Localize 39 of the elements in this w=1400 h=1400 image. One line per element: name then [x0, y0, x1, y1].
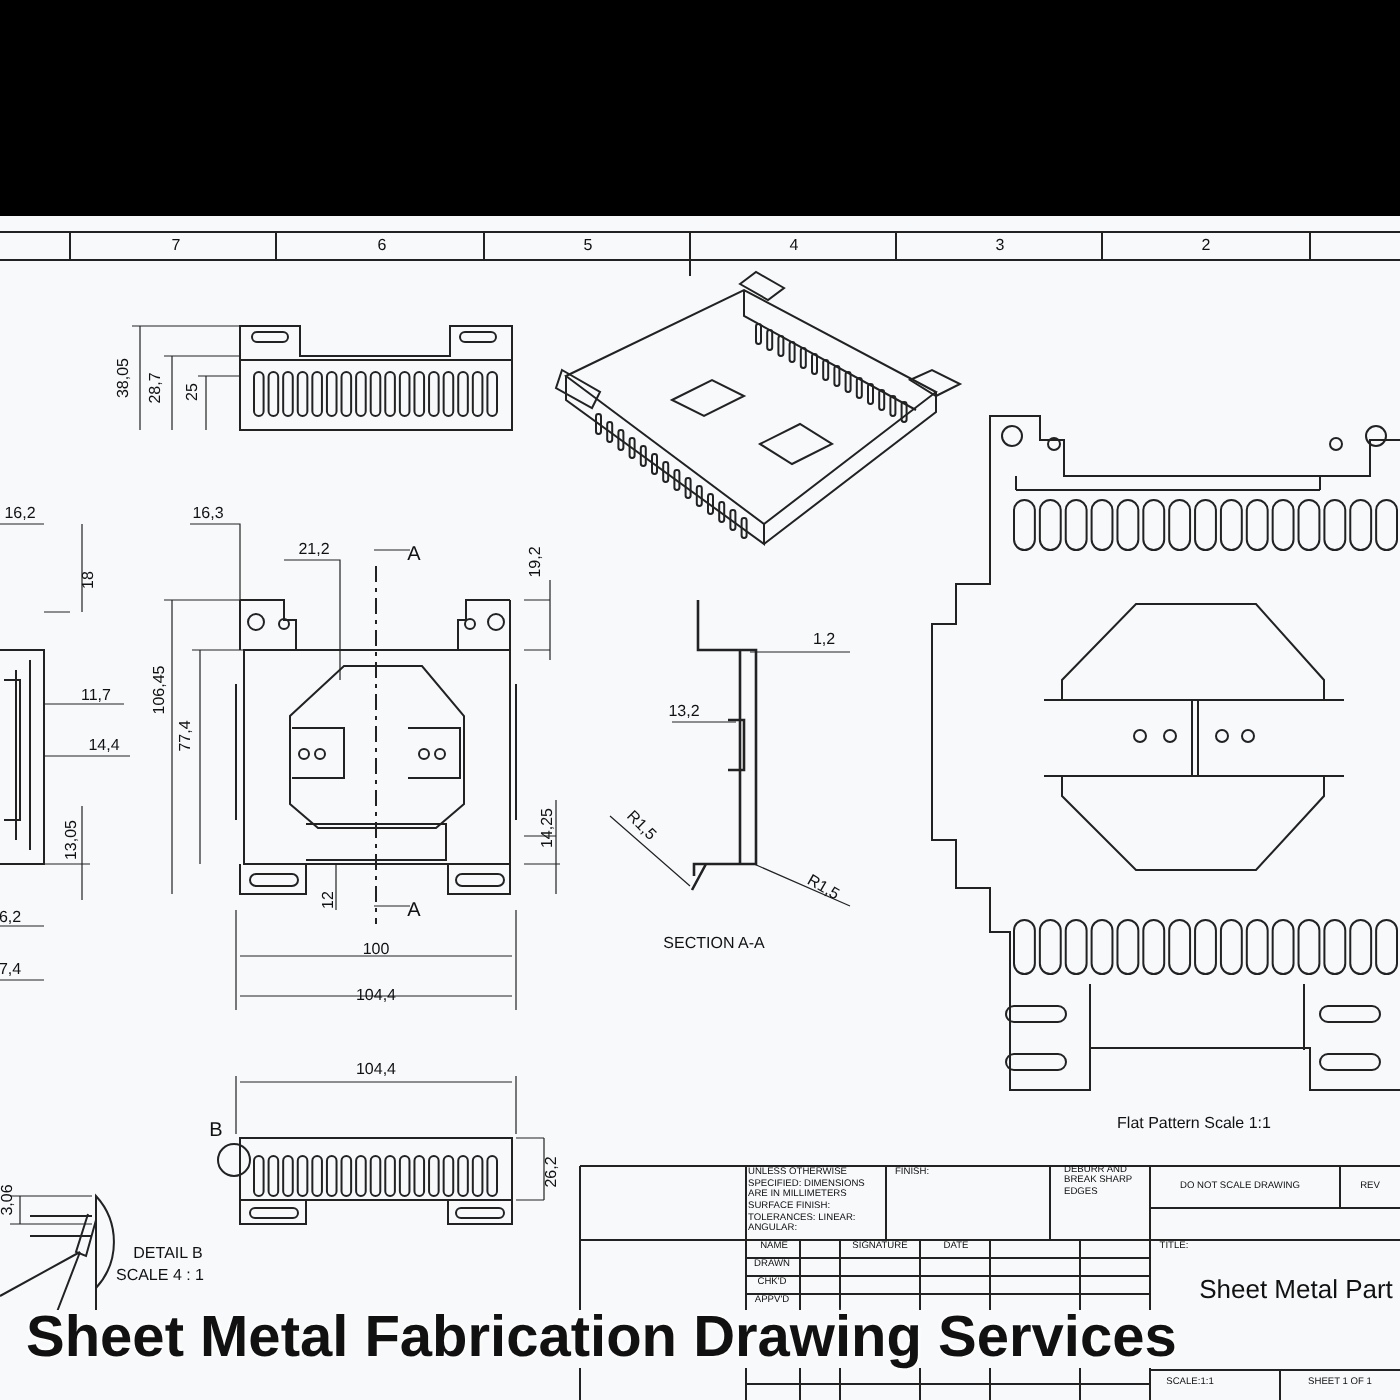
dimension-value: 16,3 — [192, 506, 224, 522]
dimension-value: 13,2 — [668, 704, 700, 720]
view-label: SCALE 4 : 1 — [115, 1268, 205, 1284]
dimension-value: 11,7 — [81, 688, 111, 704]
dimension-value: 16,2 — [4, 506, 36, 522]
dimension-value: R1,5 — [803, 872, 841, 904]
dimension-value: 100 — [362, 942, 390, 958]
dimension-value: 25 — [184, 383, 200, 401]
zone-number: 7 — [171, 238, 181, 254]
dimension-value: 77,4 — [178, 720, 194, 752]
dimension-value: 14,4 — [88, 738, 120, 754]
dimension-value: 7,4 — [0, 962, 22, 978]
zone-number: 6 — [377, 238, 387, 254]
section-marker: A — [407, 902, 421, 922]
dimension-value: 21,2 — [298, 542, 330, 558]
zone-number: 2 — [1201, 238, 1211, 254]
dimension-value: 18 — [80, 571, 96, 589]
zone-number: 5 — [583, 238, 593, 254]
view-label: DETAIL B — [133, 1246, 203, 1262]
view-label: SECTION A-A — [663, 936, 765, 952]
dimension-value: 38,05 — [116, 357, 132, 399]
section-marker: B — [209, 1122, 223, 1142]
dimension-value: 19,2 — [528, 546, 544, 578]
section-marker: A — [407, 546, 421, 566]
dimension-value: 14,25 — [540, 807, 556, 849]
title-block-text: Sheet Metal Part — [1199, 1275, 1393, 1305]
dimension-value: 6,2 — [0, 910, 22, 926]
dimension-value: 26,2 — [544, 1156, 560, 1188]
dimension-value: 104,4 — [355, 1062, 397, 1078]
zone-number: 4 — [789, 238, 799, 254]
dimension-value: 1,2 — [812, 632, 836, 648]
dimension-value: 28,7 — [148, 372, 164, 404]
dimension-value: 3,06 — [0, 1184, 16, 1216]
dimension-value: 104,4 — [355, 988, 397, 1004]
view-label: Flat Pattern Scale 1:1 — [1117, 1116, 1271, 1132]
dimension-value: 13,05 — [64, 819, 80, 861]
zone-number: 3 — [995, 238, 1005, 254]
dimension-value: 106,45 — [152, 665, 168, 715]
dimension-value: 12 — [320, 891, 336, 909]
